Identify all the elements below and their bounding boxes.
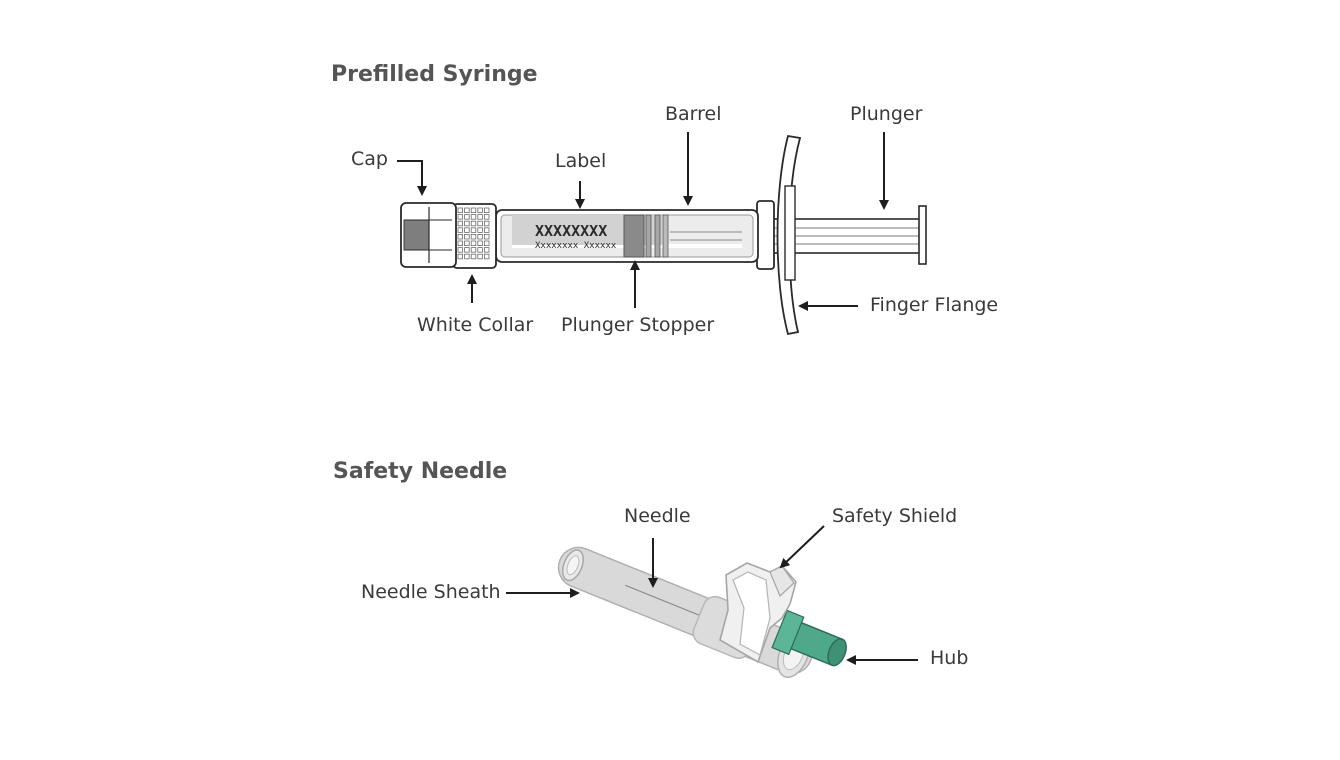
collar-grid-cell [464,214,470,220]
collar-grid-cell [470,240,477,246]
collar-grid-cell [457,233,463,240]
syringe-illustration: XXXXXXXX Xxxxxxxx Xxxxxx [397,132,927,336]
collar-grid-cell [483,220,490,227]
label-barrel: Barrel [665,103,722,125]
label-white-collar: White Collar [417,314,534,336]
collar-grid-cell [477,214,483,220]
collar-grid-cell [483,247,490,253]
hub [771,609,847,667]
collar-grid-cell [464,247,470,253]
collar-grid-cell [470,233,477,240]
label-plunger-stopper: Plunger Stopper [561,314,715,336]
collar-grid-cell [483,214,490,220]
collar-grid-cell [483,233,490,240]
label-needle: Needle [624,505,691,527]
collar-grid-cell [477,207,483,213]
collar-grid-cell [470,253,477,260]
label-finger-flange: Finger Flange [870,294,999,316]
collar-grid-cell [483,253,490,260]
safety-shield [719,562,797,664]
collar-grid-cell [470,227,477,233]
syringe-arrows [397,132,889,311]
collar-grid-cell [457,214,463,220]
collar-grid-cell [464,220,470,227]
collar-grid-cell [464,227,470,233]
collar-grid-cell [457,247,463,253]
needle-illustration [506,525,918,679]
collar-grid-cell [483,227,490,233]
collar-grid-cell [470,207,477,213]
syringe-title: Prefilled Syringe [331,62,538,87]
needle-arrows [506,525,918,665]
collar-grid-cell [464,207,470,213]
collar-grid-cell [477,247,483,253]
plunger-stopper [623,214,669,258]
collar-grid-cell [457,253,463,260]
arrow-cap [397,160,427,196]
collar-grid-cell [477,233,483,240]
finger-flange [756,134,802,336]
collar-grid-cell [464,233,470,240]
collar-grid-cell [477,220,483,227]
needle-title: Safety Needle [333,459,508,484]
collar-grid-cell [477,227,483,233]
syringe-label-sub: Xxxxxxxx Xxxxxx [535,241,617,251]
label-safety-shield: Safety Shield [832,505,958,527]
plunger-rod [771,205,927,265]
collar-grid-cell [457,207,463,213]
collar-grid-cell [470,214,477,220]
arrow-safety-shield [779,525,825,569]
collar-grid-cell [464,240,470,246]
label-needle-sheath: Needle Sheath [361,581,501,603]
white-collar [452,203,497,269]
collar-grid-cell [464,253,470,260]
cap [400,202,457,268]
collar-grid-cell [457,220,463,227]
collar-grid-cell [477,240,483,246]
collar-grid-cell [457,240,463,246]
syringe-label-main: XXXXXXXX [535,222,607,240]
label-plunger: Plunger [850,103,923,125]
collar-grid-cell [483,240,490,246]
collar-grid-cell [470,220,477,227]
collar-grid-cell [483,207,490,213]
collar-grid-cell [477,253,483,260]
collar-grid-cell [470,247,477,253]
collar-grid-cell [457,227,463,233]
label-hub: Hub [930,647,969,669]
label-label: Label [555,150,607,172]
label-cap: Cap [351,148,388,170]
